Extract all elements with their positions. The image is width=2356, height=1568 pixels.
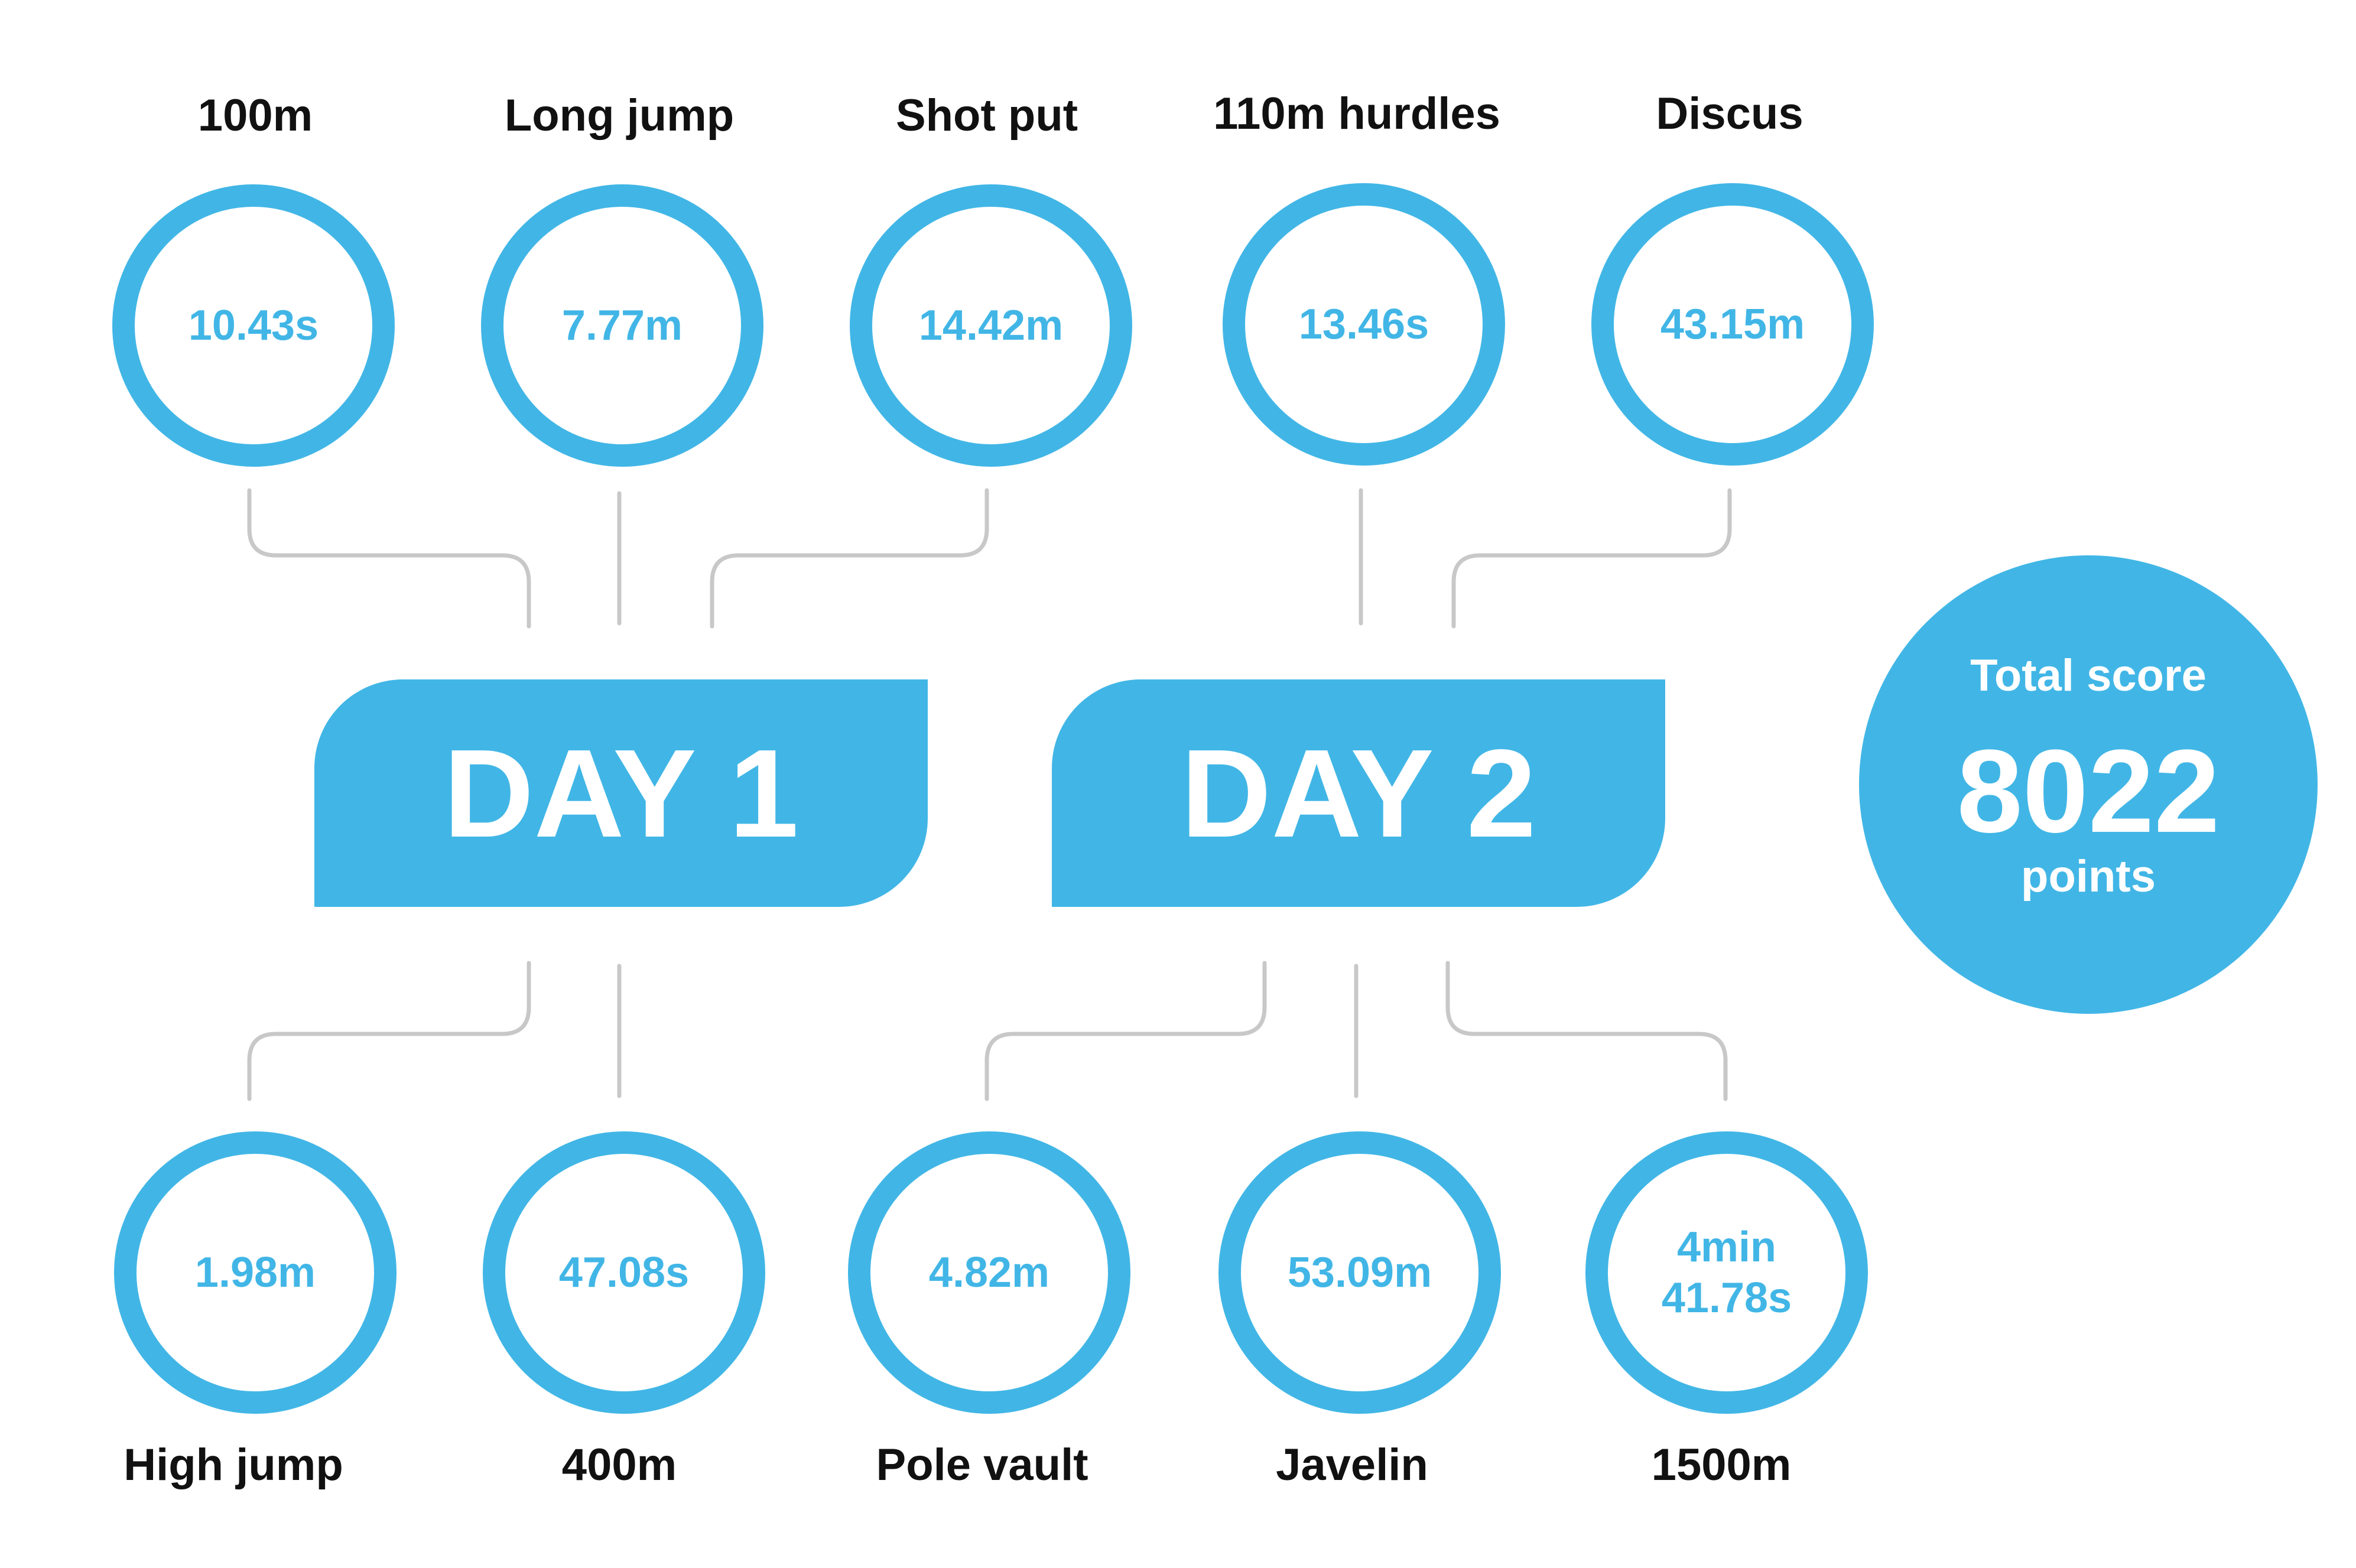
result-value: 53.09m [1287, 1248, 1432, 1296]
connector-discus [1451, 488, 1732, 629]
total-score-label: Total score [1970, 650, 2206, 701]
result-ring-long-jump: 7.77m [481, 184, 763, 467]
event-label-pole-vault: Pole vault [876, 1440, 1088, 1490]
event-label-discus: Discus [1656, 89, 1803, 139]
event-label-100m: 100m [197, 90, 313, 141]
event-label-1500m: 1500m [1651, 1440, 1792, 1490]
connector-1500m [1445, 961, 1728, 1101]
event-label-shot-put: Shot put [895, 90, 1078, 141]
result-value: 13.46s [1298, 300, 1429, 348]
result-value: 4min 41.78s [1661, 1223, 1792, 1322]
result-value: 14.42m [918, 301, 1064, 349]
result-value: 43.15m [1660, 300, 1805, 348]
connector-100m [247, 488, 531, 629]
result-value: 47.08s [558, 1248, 690, 1296]
total-score-value: 8022 [1957, 726, 2220, 857]
result-ring-javelin: 53.09m [1218, 1131, 1501, 1414]
result-ring-1500m: 4min 41.78s [1585, 1131, 1868, 1414]
result-ring-shot-put: 14.42m [850, 184, 1132, 467]
total-score-unit: points [2021, 851, 2156, 902]
event-label-400m: 400m [561, 1440, 677, 1490]
result-ring-discus: 43.15m [1591, 183, 1874, 466]
result-ring-400m: 47.08s [483, 1131, 765, 1414]
result-ring-100m: 10.43s [112, 184, 395, 467]
day-1-banner: DAY 1 [314, 679, 928, 907]
connector-pole-vault [984, 961, 1267, 1101]
event-label-110m-hurdles: 110m hurdles [1213, 89, 1500, 139]
event-label-long-jump: Long jump [504, 90, 735, 141]
connector-shot-put [710, 488, 989, 629]
result-ring-high-jump: 1.98m [114, 1131, 397, 1414]
event-label-javelin: Javelin [1276, 1440, 1428, 1490]
result-value: 7.77m [561, 301, 683, 349]
result-value: 1.98m [194, 1248, 316, 1296]
result-value: 4.82m [928, 1248, 1050, 1296]
connector-high-jump [247, 961, 531, 1101]
event-label-high-jump: High jump [124, 1440, 343, 1490]
result-ring-pole-vault: 4.82m [848, 1131, 1130, 1414]
total-score-badge: Total score 8022 points [1859, 555, 2318, 1014]
day-2-banner: DAY 2 [1052, 679, 1665, 907]
result-ring-110m-hurdles: 13.46s [1223, 183, 1505, 466]
result-value: 10.43s [188, 301, 319, 349]
